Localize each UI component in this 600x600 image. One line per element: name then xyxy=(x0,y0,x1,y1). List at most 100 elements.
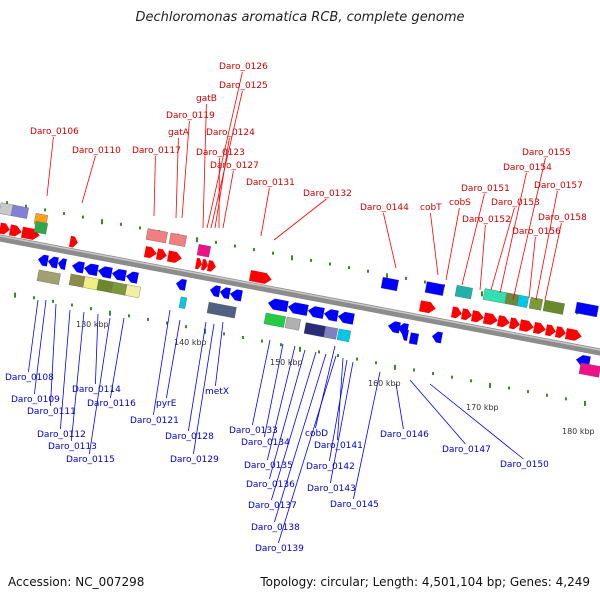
gene-label: Daro_0124 xyxy=(206,128,255,138)
gene-arrow-shape xyxy=(288,302,309,316)
gene-label: Daro_0112 xyxy=(37,430,86,440)
leader-line xyxy=(153,309,171,416)
gene-box-shape xyxy=(528,297,543,311)
leader-line xyxy=(499,172,527,294)
gene-box-shape xyxy=(408,332,420,345)
leader-line xyxy=(34,299,47,395)
scale-tick-label: 170 kbp xyxy=(466,403,499,412)
tick-dot xyxy=(394,364,396,370)
tick-dot xyxy=(223,332,225,336)
accession-text: Accession: NC_007298 xyxy=(8,575,145,589)
forward-gene-arrow xyxy=(194,257,202,270)
gene-arrow-shape xyxy=(518,319,534,332)
gene-box-shape xyxy=(206,301,237,319)
gene-box xyxy=(36,269,61,285)
leader-line xyxy=(260,187,270,237)
reverse-gene-arrow xyxy=(210,285,221,298)
gene-box xyxy=(528,297,543,311)
gene-box-shape xyxy=(10,204,29,219)
gene-box xyxy=(424,281,445,296)
gene-label: Daro_0144 xyxy=(360,203,409,213)
genome-title: Dechloromonas aromatica RCB, complete ge… xyxy=(135,10,465,25)
leader-line xyxy=(544,222,562,301)
gene-arrow-shape xyxy=(143,246,157,259)
forward-gene-arrow xyxy=(470,310,484,323)
gene-label: Daro_0125 xyxy=(219,81,268,91)
gene-box xyxy=(408,332,420,345)
tick-dot xyxy=(291,255,293,261)
gene-arrow-shape xyxy=(432,331,443,344)
gene-arrow-shape xyxy=(98,266,113,279)
leader-line xyxy=(89,317,111,455)
tick-dot xyxy=(272,251,274,255)
gene-label: Daro_0111 xyxy=(27,407,76,417)
forward-gene-arrow xyxy=(418,300,436,314)
gene-label: Daro_0136 xyxy=(246,480,295,490)
leader-line xyxy=(193,323,215,455)
gene-label: Daro_0152 xyxy=(462,215,511,225)
gene-label: Daro_0119 xyxy=(166,111,215,121)
gene-box xyxy=(574,301,599,318)
tick-dot xyxy=(234,244,236,248)
gene-box-shape xyxy=(96,279,113,293)
leader-line xyxy=(215,321,224,387)
leader-line xyxy=(271,351,317,501)
tick-dot xyxy=(470,379,472,383)
gene-label: Daro_0114 xyxy=(72,385,121,395)
gene-arrow-shape xyxy=(68,235,78,248)
gene-arrow-shape xyxy=(72,261,85,274)
gene-label: Daro_0151 xyxy=(461,184,510,194)
tick-dot xyxy=(405,276,407,280)
gene-label: Daro_0117 xyxy=(132,146,181,156)
leader-line xyxy=(264,343,284,438)
gene-box xyxy=(124,284,141,299)
gene-label: cobS xyxy=(449,198,471,208)
tick-dot xyxy=(128,314,130,318)
gene-label: Daro_0145 xyxy=(330,500,379,510)
reverse-gene-arrow xyxy=(268,298,289,313)
leader-line xyxy=(206,71,243,229)
gene-arrow-shape xyxy=(210,285,221,298)
tick-dot xyxy=(101,219,103,225)
reverse-gene-arrow xyxy=(84,263,99,276)
gene-label: Daro_0142 xyxy=(306,462,355,472)
gene-box-shape xyxy=(482,288,507,304)
tick-dot xyxy=(52,299,54,303)
gene-label: Daro_0139 xyxy=(255,544,304,554)
leader-line xyxy=(28,299,39,373)
gene-label: Daro_0134 xyxy=(241,438,290,448)
gene-arrow-shape xyxy=(248,270,272,284)
reverse-gene-arrow xyxy=(288,302,309,316)
genome-summary: Topology: circular; Length: 4,501,104 bp… xyxy=(260,575,590,589)
leader-line xyxy=(50,303,57,407)
forward-gene-arrow xyxy=(200,258,208,271)
leader-line xyxy=(273,198,327,241)
gene-label: Daro_0146 xyxy=(380,430,429,440)
gene-box xyxy=(33,221,48,235)
gene-arrow-shape xyxy=(308,306,325,319)
leader-line xyxy=(278,355,337,544)
gene-arrow-shape xyxy=(58,258,67,270)
tick-dot xyxy=(386,273,388,279)
reverse-gene-arrow xyxy=(38,254,49,267)
tick-dot xyxy=(139,226,141,230)
leader-line xyxy=(429,383,524,460)
gene-box xyxy=(263,312,286,328)
forward-gene-arrow xyxy=(450,306,462,319)
gene-arrow-shape xyxy=(418,300,436,314)
tick-dot xyxy=(565,397,567,401)
gene-box-shape xyxy=(263,312,286,328)
tick-dot xyxy=(432,372,434,376)
reverse-gene-arrow xyxy=(176,278,187,291)
gene-arrow-shape xyxy=(482,312,498,325)
gene-box xyxy=(542,299,565,315)
gene-box xyxy=(323,326,338,340)
leader-line xyxy=(46,136,54,197)
gene-arrow-shape xyxy=(564,328,582,341)
gene-arrow-shape xyxy=(38,254,49,267)
forward-gene-arrow xyxy=(544,324,556,337)
gene-label: Daro_0157 xyxy=(534,181,583,191)
gene-box xyxy=(10,204,29,219)
